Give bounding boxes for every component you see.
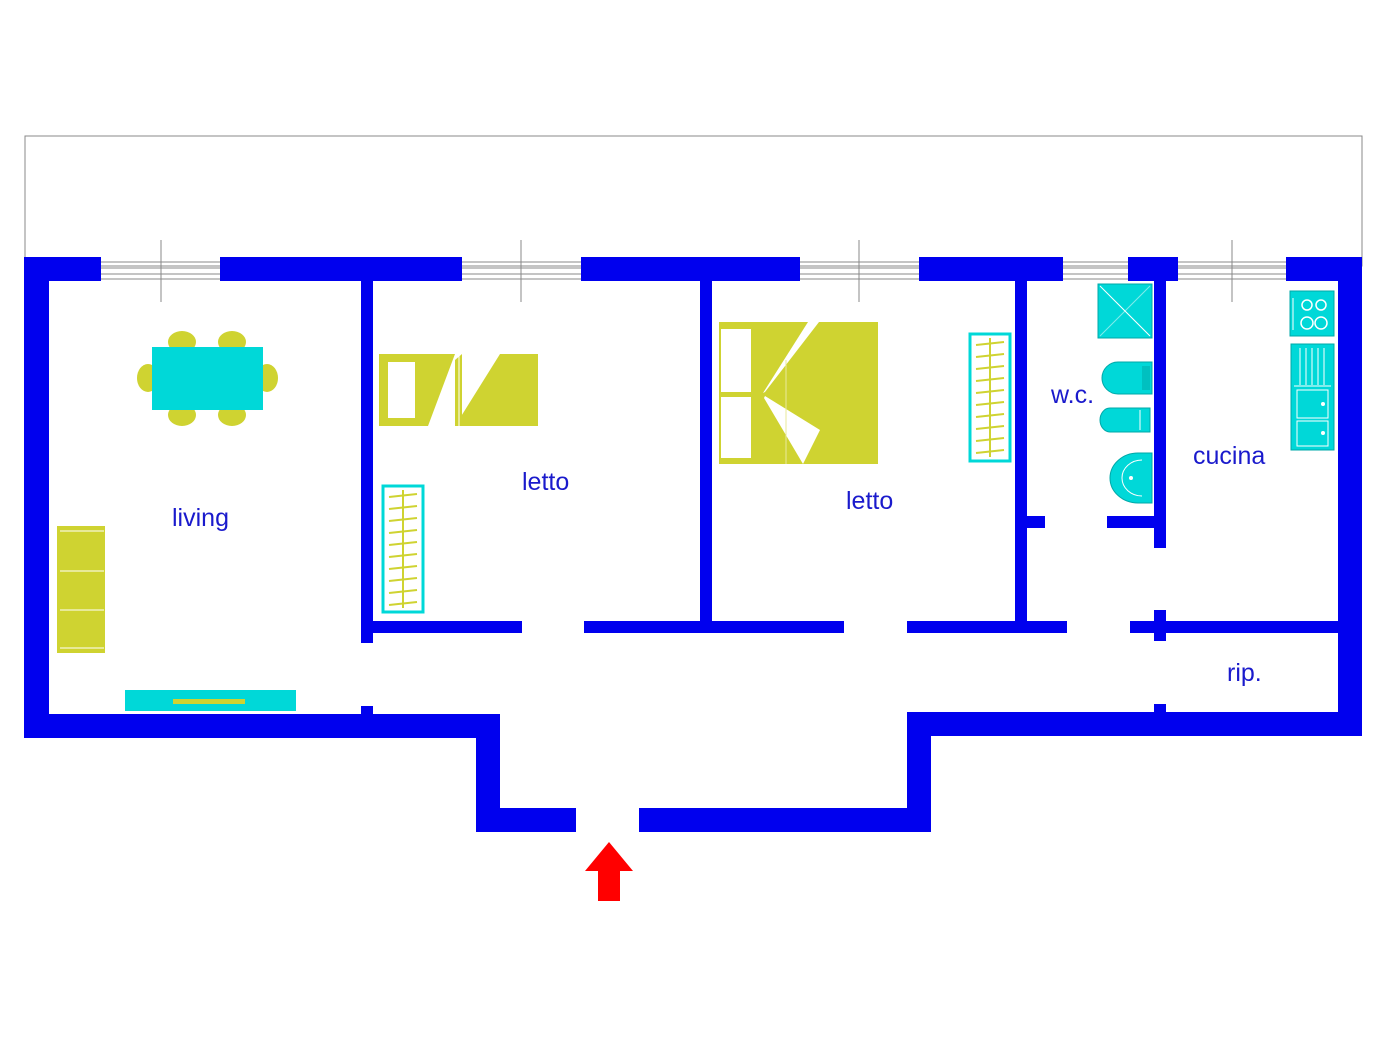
terrace-outline xyxy=(24,135,1363,267)
entrance-arrow-icon xyxy=(585,842,633,901)
kitchen-counter-icon xyxy=(1290,343,1335,451)
sink-icon xyxy=(1109,452,1153,504)
stove-icon xyxy=(1289,290,1335,337)
room-label-letto-1: letto xyxy=(522,468,569,496)
sofa-icon xyxy=(57,526,105,653)
wardrobe-icon xyxy=(968,332,1012,463)
tv-stand-icon xyxy=(125,690,296,711)
room-label-rip: rip. xyxy=(1227,659,1262,687)
room-label-letto-2: letto xyxy=(846,487,893,515)
window-icon xyxy=(800,240,919,302)
room-label-living: living xyxy=(172,504,229,532)
room-label-cucina: cucina xyxy=(1193,442,1265,470)
window-icon xyxy=(101,240,1286,302)
window-icon xyxy=(1178,240,1286,302)
shower-icon xyxy=(1097,283,1153,339)
bidet-icon xyxy=(1099,407,1151,433)
room-label-wc: w.c. xyxy=(1050,381,1094,409)
dining-table-icon xyxy=(137,331,278,426)
toilet-icon xyxy=(1101,361,1153,395)
window-icon xyxy=(462,240,581,302)
outer-walls xyxy=(24,257,1362,832)
wardrobe-icon xyxy=(381,484,425,614)
double-bed-icon xyxy=(719,322,878,464)
single-bed-icon xyxy=(379,354,538,426)
window-icon xyxy=(101,240,220,302)
window-icon xyxy=(1063,261,1128,280)
inner-walls xyxy=(361,279,1340,716)
